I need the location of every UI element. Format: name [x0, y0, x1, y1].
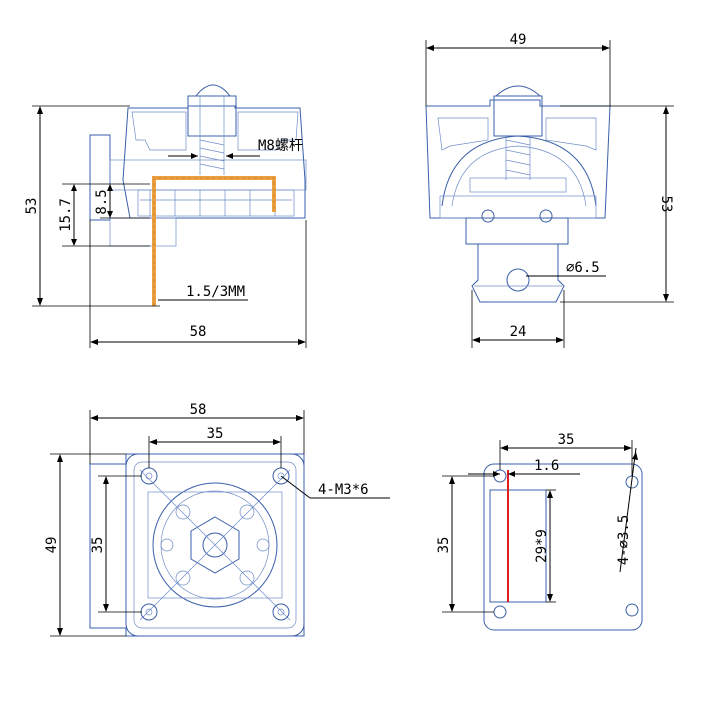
front-dim-height: 53 [24, 198, 40, 215]
side-dim-hole: ⌀6.5 [566, 260, 600, 276]
front-dim-width: 58 [190, 324, 207, 340]
top-dimensions: 58 35 49 35 4-M3*6 [44, 402, 390, 637]
front-dimensions: 53 15.7 8.5 M8螺杆 1.5/3MM [24, 105, 307, 348]
front-bracket [152, 176, 276, 306]
side-dim-width: 49 [510, 32, 527, 48]
top-dim-inner: 35 [207, 426, 224, 442]
side-knob [493, 85, 543, 180]
top-dim-width: 58 [190, 402, 207, 418]
front-view: 53 15.7 8.5 M8螺杆 1.5/3MM [24, 84, 307, 348]
front-knob [187, 84, 237, 175]
top-dim-height: 49 [44, 537, 60, 554]
side-dim-height: 53 [658, 196, 674, 213]
top-label-holes: 4-M3*6 [318, 482, 369, 498]
plate-dim-left: 35 [436, 537, 452, 554]
plate-label-holes: 4-⌀3.5 [616, 515, 632, 566]
plate-dim-1-6: 1.6 [534, 458, 559, 474]
plate-dim-slot: 29*9 [534, 529, 550, 563]
front-label-screw: M8螺杆 [258, 138, 303, 154]
plate-dimensions: 35 1.6 35 29*9 4-⌀3.5 [436, 432, 638, 613]
side-housing [425, 99, 611, 245]
top-dim-vertical-inner: 35 [90, 537, 106, 554]
side-view: 49 53 ⌀6.5 24 [425, 32, 674, 348]
plate-dim-top: 35 [558, 432, 575, 448]
front-dim-15-7: 15.7 [58, 198, 74, 232]
plate-view: 35 1.6 35 29*9 4-⌀3.5 [436, 432, 643, 631]
front-dim-8-5: 8.5 [94, 189, 110, 214]
top-view: 58 35 49 35 4-M3*6 [44, 402, 390, 637]
front-label-plate: 1.5/3MM [186, 284, 245, 300]
side-dim-bottom: 24 [510, 324, 527, 340]
side-bracket [471, 244, 565, 303]
side-dimensions: 49 53 ⌀6.5 24 [425, 32, 674, 348]
top-housing [89, 453, 305, 637]
